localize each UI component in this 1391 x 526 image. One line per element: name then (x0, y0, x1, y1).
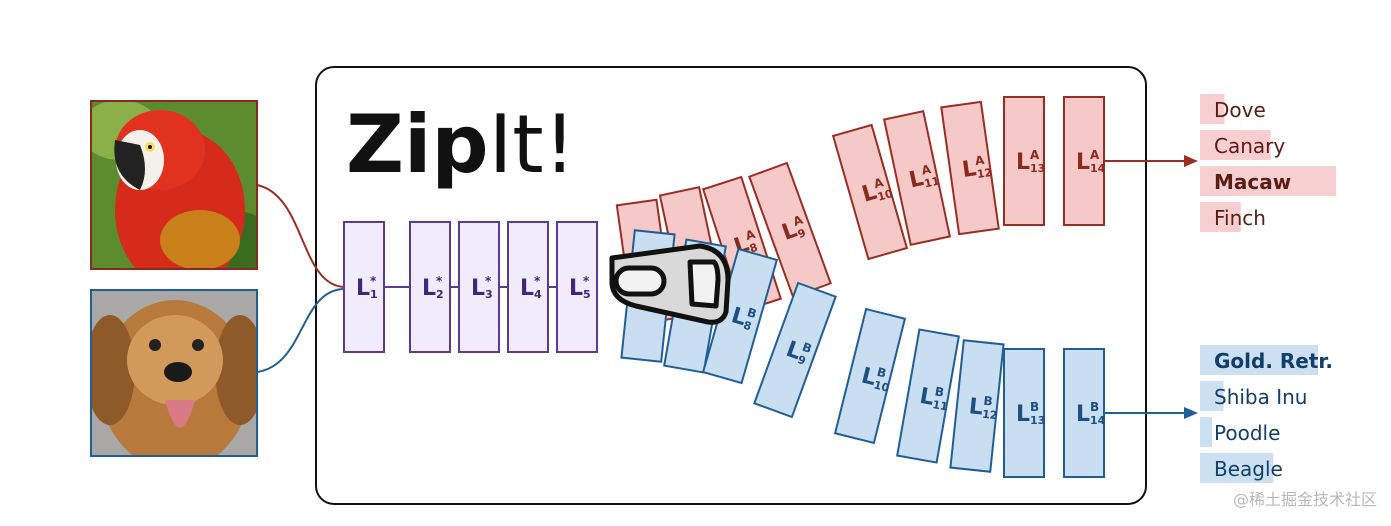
shared-layer-5: L*5 (556, 221, 598, 353)
branch-b-layer-14-label: L (1076, 402, 1090, 427)
class-a-label: Finch (1214, 206, 1266, 230)
branch-a-layer-13-subscript: 13 (1030, 162, 1045, 175)
branch-a-layer-11-subscript: 11 (923, 175, 941, 191)
class-a-score-bar (1200, 202, 1241, 232)
branch-a-layer-13-label: L (1016, 150, 1030, 175)
shared-layer-4-subscript: 4 (534, 288, 542, 301)
branch-b-layer-9-subscript: 9 (796, 353, 808, 368)
branch-b-layer-14-subscript: 14 (1090, 414, 1106, 427)
shared-layer-3-superscript: * (485, 274, 492, 288)
branch-a-layer-8-subscript: 8 (748, 241, 759, 256)
branch-b-layer-9-superscript: B (800, 340, 813, 356)
class-a-score-bar (1200, 166, 1336, 196)
shared-layer-3: L*3 (458, 221, 500, 353)
shared-layer-1: L*1 (343, 221, 385, 353)
class-b-score-bar (1200, 417, 1212, 447)
branch-b-layer-8-subscript: 8 (742, 319, 753, 334)
branch-b-layer-12-label: L (968, 394, 985, 420)
watermark: @稀土掘金技术社区 (1232, 490, 1377, 509)
class-b-score-bar (1200, 381, 1224, 411)
parrot-image (90, 100, 258, 270)
branch-b-layer-10-superscript: B (876, 365, 888, 381)
class-a-score-bar (1200, 130, 1271, 160)
shared-layer-4-superscript: * (534, 274, 541, 288)
branch-b-layer-8-label: L (728, 303, 748, 331)
branch-b-layer-10-label: L (859, 363, 879, 391)
branch-a-layer-12-label: L (961, 156, 978, 183)
branch-b-layer-11-label: L (918, 384, 936, 411)
shared-layer-2-subscript: 2 (436, 288, 444, 301)
shared-layer-5-superscript: * (583, 274, 590, 288)
shared-layer-4: L*4 (507, 221, 549, 353)
branch-b-layer-13-superscript: B (1030, 400, 1039, 414)
branch-b-layer-14-superscript: B (1090, 400, 1099, 414)
branch-a-layer-13-superscript: A (1030, 148, 1040, 162)
class-b-label: Shiba Inu (1214, 385, 1308, 409)
shared-layer-5-label: L (569, 276, 583, 301)
class-b-score-bar (1200, 345, 1318, 375)
branch-a-layer-12-superscript: A (974, 153, 986, 168)
title-light: It! (489, 98, 576, 191)
branch-a-layer-14-label: L (1076, 150, 1090, 175)
class-a-label: Macaw (1214, 170, 1291, 194)
shared-layer-1-superscript: * (370, 274, 377, 288)
branch-a-layer-14-superscript: A (1090, 148, 1100, 162)
class-b-label: Gold. Retr. (1214, 349, 1333, 373)
class-a-label: Dove (1214, 98, 1266, 122)
parrot-connector (256, 184, 345, 288)
shared-layer-3-label: L (471, 276, 485, 301)
class-b-label: Poodle (1214, 421, 1280, 445)
branch-b-layer-11-superscript: B (934, 384, 945, 399)
branch-b-layer-9: LB9 (753, 281, 837, 419)
model-frame (315, 66, 1147, 505)
branch-b-layer-11-subscript: 11 (931, 398, 948, 413)
class-b-score-bar (1200, 453, 1274, 483)
shared-layer-3-subscript: 3 (485, 288, 493, 301)
class-b-label: Beagle (1214, 457, 1283, 481)
shared-layer-2: L*2 (409, 221, 451, 353)
dog-connector (256, 288, 345, 373)
branch-b-layer-13-subscript: 13 (1030, 414, 1045, 427)
class-a-label: Canary (1214, 134, 1285, 158)
branch-b-layer-12-superscript: B (983, 394, 994, 409)
branch-b-layer-13-label: L (1016, 402, 1030, 427)
branch-a-layer-10-subscript: 10 (876, 187, 895, 204)
shared-layer-1-subscript: 1 (370, 288, 378, 301)
branch-b-layer-10-subscript: 10 (872, 378, 890, 394)
branch-a-layer-14-subscript: 14 (1090, 162, 1106, 175)
shared-layer-5-subscript: 5 (583, 288, 591, 301)
branch-a-layer-9-subscript: 9 (796, 226, 808, 241)
shared-layer-2-superscript: * (436, 274, 443, 288)
dog-image (90, 289, 258, 457)
branch-a-layer-12-subscript: 12 (976, 166, 993, 181)
branch-b-layer-12-subscript: 12 (982, 408, 999, 423)
branch-a-layer-10-label: L (859, 180, 879, 208)
class-a-score-bar (1200, 94, 1225, 124)
shared-layer-2-label: L (422, 276, 436, 301)
branch-a-layer-11-label: L (907, 166, 926, 193)
title-bold: Zip (346, 98, 489, 191)
shared-layer-4-label: L (520, 276, 534, 301)
title: ZipIt! (346, 98, 576, 191)
zipper-icon (609, 243, 731, 325)
branch-b-layer-8-superscript: B (745, 305, 758, 321)
branch-a-layer-11-superscript: A (920, 162, 933, 178)
shared-layer-1-label: L (356, 276, 370, 301)
